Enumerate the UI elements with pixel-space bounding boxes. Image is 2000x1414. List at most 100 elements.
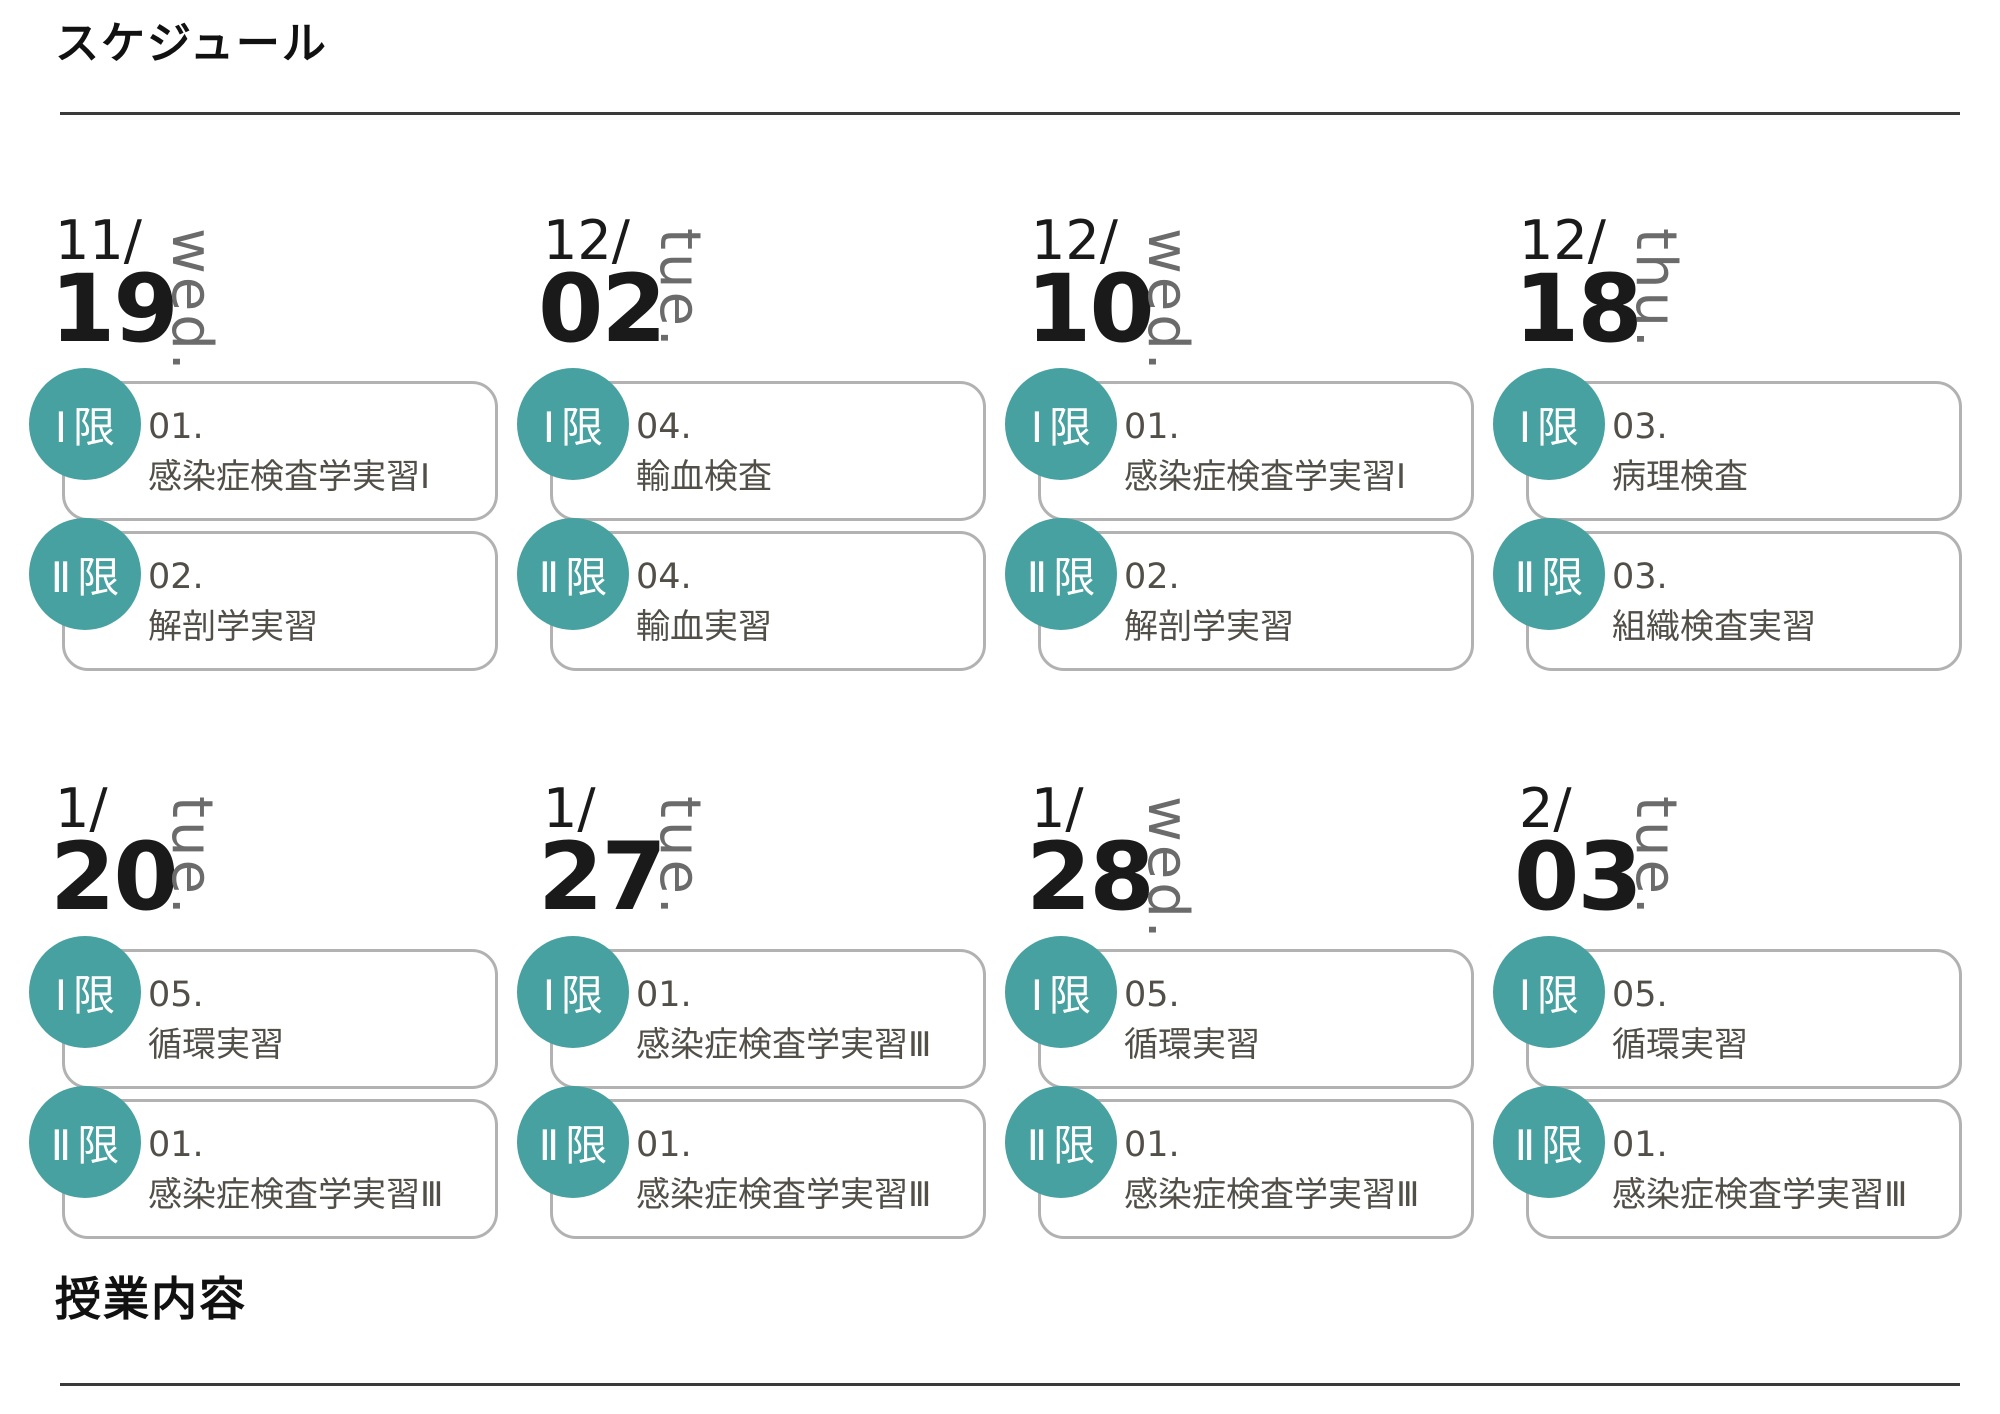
schedule-card: 1/ 20 tue. Ⅰ限 05. 循環実習 Ⅱ限 01. 感染症検査学実習Ⅲ: [29, 778, 498, 1249]
date-month: 1/: [543, 777, 596, 840]
period-badge: Ⅰ限: [1493, 368, 1605, 480]
period-badge: Ⅱ限: [517, 518, 629, 630]
schedule-card: 12/ 02 tue. Ⅰ限 04. 輸血検査 Ⅱ限 04. 輸血実習: [517, 210, 986, 681]
class-title: 解剖学実習: [148, 606, 318, 647]
class-number: 02.: [148, 557, 204, 597]
date-day: 28: [1026, 823, 1155, 932]
class-number: 02.: [1124, 557, 1180, 597]
schedule-card: 2/ 03 tue. Ⅰ限 05. 循環実習 Ⅱ限 01. 感染症検査学実習Ⅲ: [1493, 778, 1962, 1249]
period-row: Ⅱ限 02. 解剖学実習: [29, 518, 498, 671]
period-badge: Ⅱ限: [29, 518, 141, 630]
date-weekday: tue.: [647, 796, 712, 918]
class-title: 感染症検査学実習Ⅲ: [148, 1174, 444, 1215]
period-row: Ⅰ限 01. 感染症検査学実習Ⅲ: [517, 936, 986, 1089]
class-title: 感染症検査学実習Ⅲ: [636, 1024, 932, 1065]
date-day: 03: [1514, 823, 1643, 932]
period-row: Ⅰ限 04. 輸血検査: [517, 368, 986, 521]
period-row: Ⅱ限 01. 感染症検査学実習Ⅲ: [29, 1086, 498, 1239]
class-number: 01.: [1612, 1125, 1668, 1165]
period-row: Ⅱ限 03. 組織検査実習: [1493, 518, 1962, 671]
class-box[interactable]: 01. 感染症検査学実習Ⅲ: [1526, 1099, 1962, 1239]
card-date-header: 1/ 28 wed.: [1005, 782, 1474, 949]
date-day: 27: [538, 823, 667, 932]
schedule-card: 1/ 27 tue. Ⅰ限 01. 感染症検査学実習Ⅲ Ⅱ限 01. 感染症検査…: [517, 778, 986, 1249]
class-title: 循環実習: [1612, 1024, 1748, 1065]
date-month: 12/: [1519, 209, 1606, 272]
period-badge: Ⅰ限: [517, 368, 629, 480]
period-row: Ⅰ限 01. 感染症検査学実習Ⅰ: [1005, 368, 1474, 521]
class-title: 感染症検査学実習Ⅲ: [1612, 1174, 1908, 1215]
schedule-grid: 11/ 19 wed. Ⅰ限 01. 感染症検査学実習Ⅰ Ⅱ限 02. 解剖学実…: [29, 210, 1962, 1249]
card-date-header: 2/ 03 tue.: [1493, 782, 1962, 949]
class-title: 輸血実習: [636, 606, 772, 647]
date-weekday: wed.: [1135, 228, 1200, 374]
card-date-header: 11/ 19 wed.: [29, 214, 498, 381]
period-badge: Ⅰ限: [1493, 936, 1605, 1048]
date-month: 12/: [543, 209, 630, 272]
class-box[interactable]: 03. 病理検査: [1526, 381, 1962, 521]
card-date-header: 1/ 20 tue.: [29, 782, 498, 949]
date-weekday: tue.: [159, 796, 224, 918]
class-title: 感染症検査学実習Ⅰ: [148, 456, 431, 497]
date-weekday: tue.: [1623, 796, 1688, 918]
date-day: 02: [538, 255, 667, 364]
period-badge: Ⅰ限: [29, 936, 141, 1048]
period-row: Ⅰ限 03. 病理検査: [1493, 368, 1962, 521]
class-number: 03.: [1612, 407, 1668, 447]
class-number: 01.: [636, 975, 692, 1015]
class-title: 循環実習: [1124, 1024, 1260, 1065]
date-weekday: tue.: [647, 228, 712, 350]
date-day: 18: [1514, 255, 1643, 364]
class-number: 01.: [148, 407, 204, 447]
period-row: Ⅰ限 01. 感染症検査学実習Ⅰ: [29, 368, 498, 521]
class-box[interactable]: 01. 感染症検査学実習Ⅲ: [1038, 1099, 1474, 1239]
class-number: 01.: [1124, 1125, 1180, 1165]
class-number: 04.: [636, 407, 692, 447]
period-row: Ⅱ限 01. 感染症検査学実習Ⅲ: [1005, 1086, 1474, 1239]
class-title: 病理検査: [1612, 456, 1748, 497]
date-weekday: wed.: [159, 228, 224, 374]
class-number: 04.: [636, 557, 692, 597]
class-number: 01.: [1124, 407, 1180, 447]
schedule-card: 12/ 18 thu. Ⅰ限 03. 病理検査 Ⅱ限 03. 組織検査実習: [1493, 210, 1962, 681]
period-row: Ⅱ限 04. 輸血実習: [517, 518, 986, 671]
period-row: Ⅰ限 05. 循環実習: [29, 936, 498, 1089]
card-date-header: 12/ 18 thu.: [1493, 214, 1962, 381]
period-row: Ⅱ限 01. 感染症検査学実習Ⅲ: [1493, 1086, 1962, 1239]
period-badge: Ⅰ限: [517, 936, 629, 1048]
class-number: 05.: [1612, 975, 1668, 1015]
period-badge: Ⅱ限: [517, 1086, 629, 1198]
period-badge: Ⅱ限: [1005, 518, 1117, 630]
date-month: 11/: [55, 209, 142, 272]
period-row: Ⅰ限 05. 循環実習: [1005, 936, 1474, 1089]
date-day: 20: [50, 823, 179, 932]
period-row: Ⅱ限 01. 感染症検査学実習Ⅲ: [517, 1086, 986, 1239]
class-title: 解剖学実習: [1124, 606, 1294, 647]
card-date-header: 12/ 10 wed.: [1005, 214, 1474, 381]
class-title: 輸血検査: [636, 456, 772, 497]
schedule-title: スケジュール: [55, 18, 328, 69]
content-title: 授業内容: [55, 1272, 247, 1326]
card-date-header: 12/ 02 tue.: [517, 214, 986, 381]
class-title: 感染症検査学実習Ⅰ: [1124, 456, 1407, 497]
class-number: 03.: [1612, 557, 1668, 597]
schedule-card: 11/ 19 wed. Ⅰ限 01. 感染症検査学実習Ⅰ Ⅱ限 02. 解剖学実…: [29, 210, 498, 681]
date-day: 19: [50, 255, 179, 364]
date-month: 12/: [1031, 209, 1118, 272]
period-row: Ⅰ限 05. 循環実習: [1493, 936, 1962, 1089]
class-number: 01.: [148, 1125, 204, 1165]
date-month: 1/: [55, 777, 108, 840]
date-weekday: thu.: [1623, 228, 1688, 351]
period-badge: Ⅱ限: [29, 1086, 141, 1198]
bottom-divider: [60, 1383, 1960, 1386]
schedule-card: 12/ 10 wed. Ⅰ限 01. 感染症検査学実習Ⅰ Ⅱ限 02. 解剖学実…: [1005, 210, 1474, 681]
date-weekday: wed.: [1135, 796, 1200, 942]
class-number: 05.: [148, 975, 204, 1015]
period-badge: Ⅱ限: [1493, 1086, 1605, 1198]
card-date-header: 1/ 27 tue.: [517, 782, 986, 949]
period-badge: Ⅰ限: [1005, 368, 1117, 480]
date-month: 2/: [1519, 777, 1572, 840]
period-row: Ⅱ限 02. 解剖学実習: [1005, 518, 1474, 671]
period-badge: Ⅱ限: [1005, 1086, 1117, 1198]
